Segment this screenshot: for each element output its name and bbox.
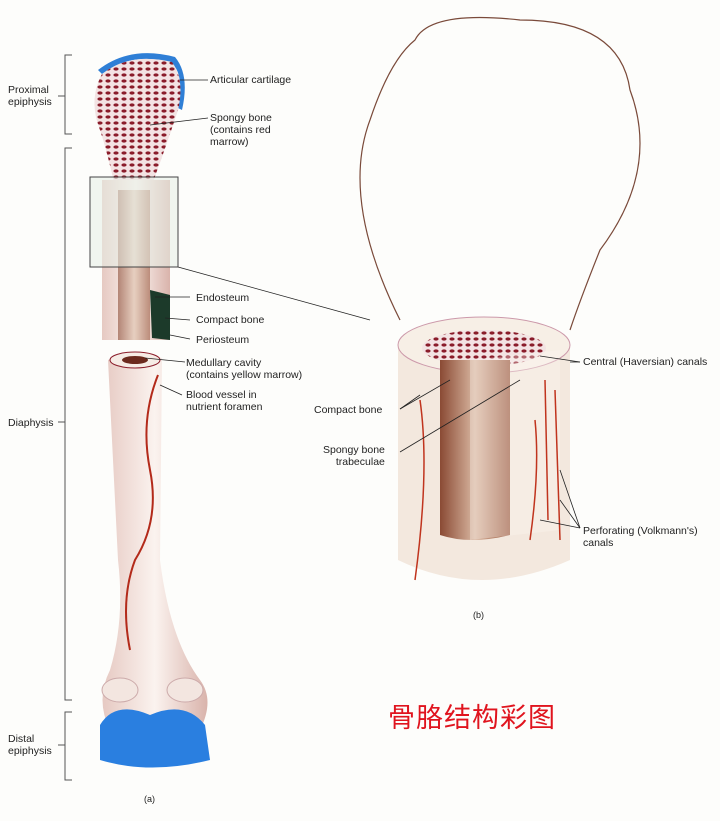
label-spongy-trabeculae: Spongy bone trabeculae [323,444,385,468]
caption-a: (a) [144,794,155,804]
caption-b: (b) [473,610,484,620]
medullary-cut [440,360,510,540]
label-central-canals: Central (Haversian) canals [583,356,708,368]
label-blood-vessel: Blood vessel in nutrient foramen [186,389,263,413]
label-spongy-bone: Spongy bone (contains red marrow) [210,112,272,148]
magnified-outline [359,16,641,331]
label-medullary-cavity: Medullary cavity (contains yellow marrow… [186,357,303,381]
label-distal-epiphysis: Distal epiphysis [8,733,52,757]
articular-cartilage [98,53,185,110]
label-periosteum: Periosteum [196,334,250,346]
label-articular-cartilage: Articular cartilage [210,74,292,86]
label-diaphysis: Diaphysis [8,417,54,429]
diaphysis-shaft [102,354,208,730]
figure-title: 骨胳结构彩图 [388,703,556,734]
label-compact-bone-b: Compact bone [314,404,383,416]
region-brackets [58,54,72,781]
label-endosteum: Endosteum [196,292,250,304]
label-compact-bone-a: Compact bone [196,314,265,326]
label-perforating-canals: Perforating (Volkmann's) canals [583,525,698,549]
label-proximal-epiphysis: Proximal epiphysis [8,84,52,108]
magnified-region-box [89,176,179,268]
distal-epiphysis [100,709,210,768]
volkmann-vessels [414,379,561,581]
nutrient-vessel [125,374,159,651]
